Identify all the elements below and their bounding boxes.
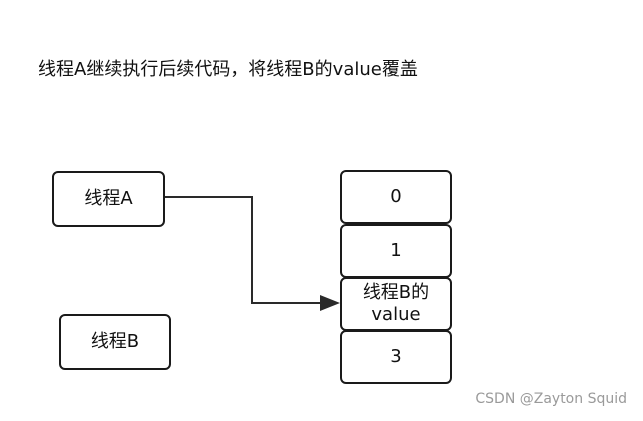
watermark: CSDN @Zayton Squid bbox=[475, 391, 627, 407]
thread-a-box: 线程A bbox=[52, 171, 165, 227]
thread-b-label: 线程B bbox=[90, 331, 140, 352]
arrowhead-icon bbox=[320, 295, 340, 311]
memory-cell-0: 0 bbox=[340, 170, 452, 224]
memory-cell-2: 线程B的 value bbox=[340, 277, 452, 331]
diagram-caption: 线程A继续执行后续代码，将线程B的value覆盖 bbox=[38, 59, 418, 80]
arrow-line bbox=[165, 196, 324, 304]
memory-cell-text-line2: value bbox=[371, 304, 421, 325]
memory-cell-text: 0 bbox=[390, 186, 402, 207]
memory-cell-1: 1 bbox=[340, 224, 452, 278]
memory-cell-text: 1 bbox=[390, 240, 402, 261]
thread-b-box: 线程B bbox=[59, 314, 171, 370]
memory-cell-text: 3 bbox=[390, 346, 402, 367]
thread-a-label: 线程A bbox=[84, 188, 133, 209]
memory-cell-3: 3 bbox=[340, 330, 452, 384]
memory-cell-text-line1: 线程B的 bbox=[362, 282, 430, 303]
